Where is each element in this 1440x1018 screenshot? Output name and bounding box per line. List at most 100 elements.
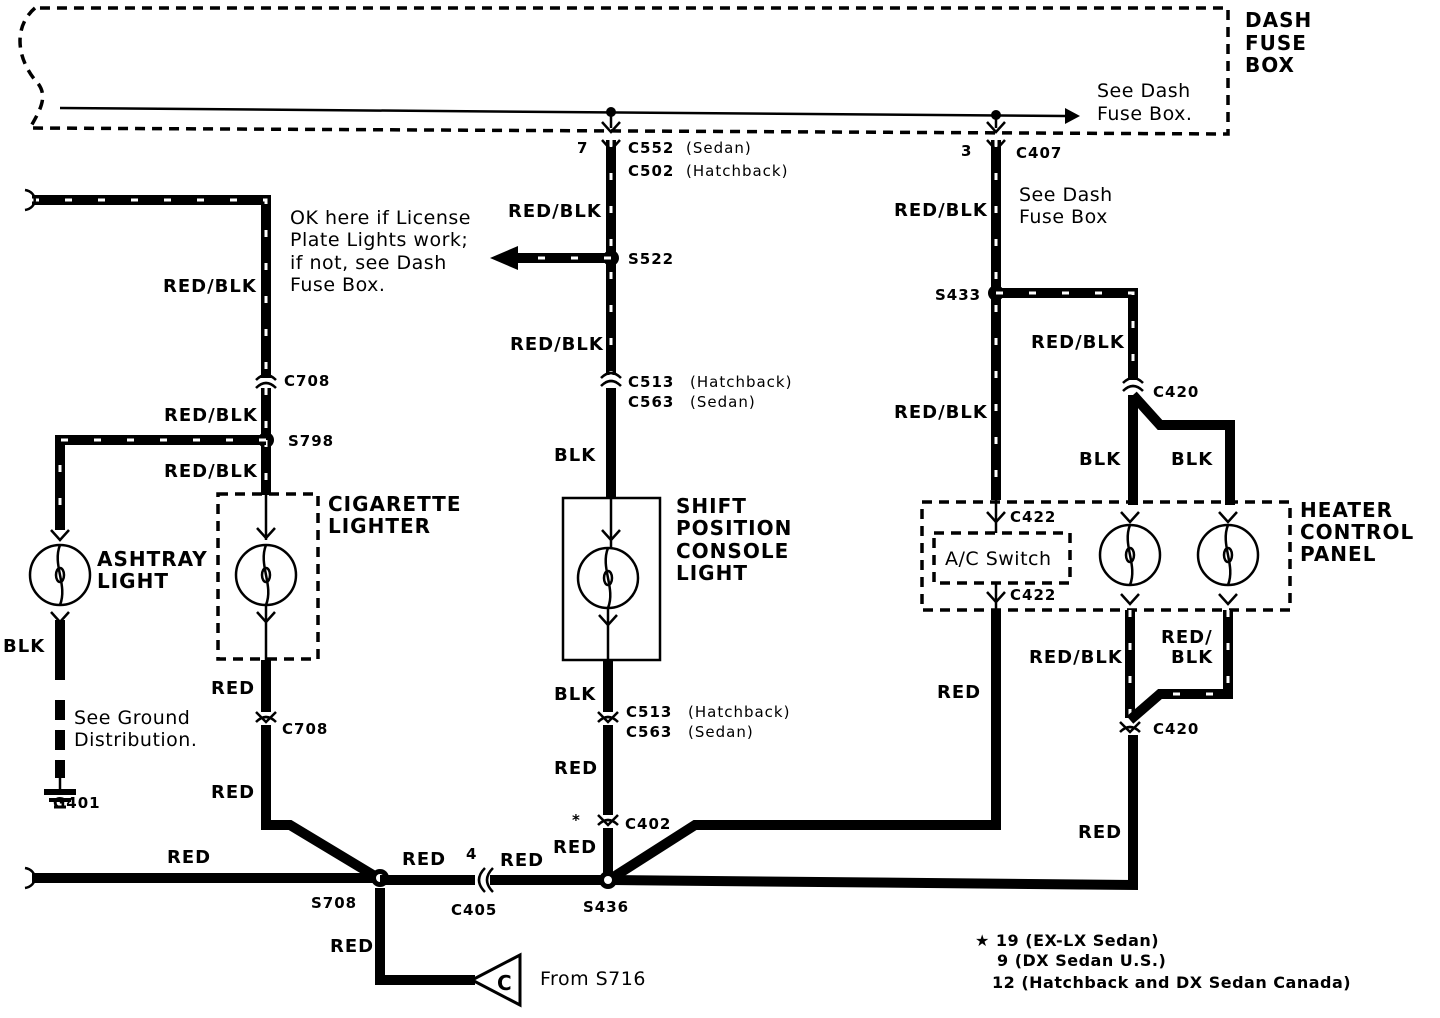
heater-filament-2-loop <box>1222 546 1234 564</box>
connector-c513-top-2 <box>600 379 622 387</box>
c708-bottom-label: C708 <box>282 720 328 738</box>
wire-label-red-6: RED <box>553 837 597 858</box>
c420-top-label: C420 <box>1153 383 1199 401</box>
connector-c513-bottom-2 <box>597 715 619 723</box>
c563-top-label: C563 <box>628 393 674 411</box>
fuse-bus-arrow <box>1065 108 1080 124</box>
wire-c420-s436 <box>611 735 1138 891</box>
connector-c420-top-2 <box>1122 384 1144 392</box>
c422-bottom-label: C422 <box>1010 586 1056 604</box>
fuse-box-title-1: DASH <box>1245 8 1312 32</box>
c502-label: C502 <box>628 162 674 180</box>
ashtray-chevron-top <box>50 529 70 542</box>
cigarette-lighter-label-1: CIGARETTE <box>328 492 461 516</box>
ok-note-2: Plate Lights work; <box>290 229 468 251</box>
wire-left-break <box>24 188 36 212</box>
connector-c405 <box>477 867 486 893</box>
wire-label-red-5: RED <box>1078 822 1122 843</box>
shift-chevron-bottom <box>598 614 618 627</box>
footnote-line-1: ★ 19 (EX-LX Sedan) <box>975 931 1159 950</box>
shift-filament-loop <box>602 569 614 587</box>
wire-label-red-3: RED <box>554 758 598 779</box>
wire-s798-ashtray <box>55 435 266 530</box>
from-s716-label: From S716 <box>540 968 646 990</box>
wire-label-red-blk-6: RED/BLK <box>164 405 258 426</box>
from-s716-connector-icon <box>468 952 522 1008</box>
c552-variant: (Sedan) <box>686 139 752 157</box>
g401-label: G401 <box>53 794 101 812</box>
heater-bulb-2-chevron-top <box>1218 511 1238 524</box>
c405-label: C405 <box>451 901 497 919</box>
lighter-filament <box>262 544 270 606</box>
heater-bulb-2-chevron-bottom <box>1218 593 1238 606</box>
ok-note-4: Fuse Box. <box>290 274 385 296</box>
c513-top-variant: (Hatchback) <box>690 373 792 391</box>
connector-c420-bottom-2 <box>1119 725 1141 733</box>
wire-left-top-stripe <box>32 198 268 378</box>
heater-label-3: PANEL <box>1300 542 1376 566</box>
see-dash-note-2: Fuse Box <box>1019 206 1108 228</box>
ac-chevron-bottom <box>986 591 1006 604</box>
ac-switch-label: A/C Switch <box>945 548 1052 570</box>
c513-bottom-variant: (Hatchback) <box>688 703 790 721</box>
wire-label-blk-2: BLK <box>1171 449 1213 470</box>
lighter-filament-loop <box>260 566 272 584</box>
c552-label: C552 <box>628 139 674 157</box>
connector-c402-2 <box>597 818 619 826</box>
c513-top-label: C513 <box>628 373 674 391</box>
connector-c407-chevron <box>986 121 1006 134</box>
shift-label-3: CONSOLE <box>676 539 789 563</box>
s798-label: S798 <box>288 432 334 450</box>
c708-top-label: C708 <box>284 372 330 390</box>
c552-pin: 7 <box>577 139 588 157</box>
shift-label-4: LIGHT <box>676 561 748 585</box>
c405-pin: 4 <box>466 845 477 863</box>
heater-filament-2 <box>1224 524 1232 586</box>
wire-s708-s716 <box>375 888 475 985</box>
c563-bottom-variant: (Sedan) <box>688 723 754 741</box>
wire-label-red-1: RED <box>211 678 255 699</box>
connector-c402 <box>597 814 619 827</box>
wire-ac-s436 <box>609 610 1001 883</box>
connector-c708-bottom <box>255 711 277 724</box>
connector-c552-chevron <box>601 121 621 134</box>
heater-bulb-1-chevron-top <box>1120 511 1140 524</box>
wire-c420-bulb2 <box>1129 391 1235 505</box>
ashtray-filament-loop <box>54 566 66 584</box>
s716-connector-letter: C <box>497 971 513 995</box>
shift-label-2: POSITION <box>676 516 792 540</box>
connector-c513-bottom <box>597 711 619 724</box>
fuse-box-title-3: BOX <box>1245 53 1295 77</box>
lighter-chevron-top <box>256 527 276 540</box>
ground-note-2: Distribution. <box>74 729 197 751</box>
connector-c708-bottom-2 <box>255 715 277 723</box>
cigarette-lighter-label-2: LIGHTER <box>328 514 431 538</box>
wire-label-blk-3: BLK <box>554 445 596 466</box>
wire-s433-c420-stripe <box>996 291 1135 380</box>
shift-filament <box>604 547 612 609</box>
wire-label-red-blk-7: RED/BLK <box>894 402 988 423</box>
wire-label-red-10: RED <box>330 936 374 957</box>
connector-c552-lower <box>601 139 621 152</box>
connector-c407-lower <box>986 139 1006 152</box>
c502-variant: (Hatchback) <box>686 162 788 180</box>
ok-note-3: if not, see Dash <box>290 252 447 274</box>
wire-label-red-9: RED <box>500 850 544 871</box>
c563-top-variant: (Sedan) <box>690 393 756 411</box>
fuse-box-note-1: See Dash <box>1097 80 1191 102</box>
c420-bottom-label: C420 <box>1153 720 1199 738</box>
fuse-bus-line <box>59 106 1066 118</box>
wire-label-blk-4: BLK <box>3 636 45 657</box>
connector-c708-top-2 <box>255 381 277 389</box>
c563-bottom-label: C563 <box>626 723 672 741</box>
connector-c420-bottom <box>1119 721 1141 734</box>
footnote-line-3: 12 (Hatchback and DX Sedan Canada) <box>992 973 1351 992</box>
see-dash-note-1: See Dash <box>1019 184 1113 206</box>
connector-c405-2 <box>485 867 494 893</box>
lighter-chevron-bottom <box>256 611 276 624</box>
wire-label-blk-after-slash: BLK <box>1171 647 1213 668</box>
wire-bottom-break <box>24 866 36 890</box>
wire-label-red-blk-3: RED/BLK <box>163 276 257 297</box>
c407-pin: 3 <box>961 142 972 160</box>
cigarette-lighter-box <box>216 492 320 661</box>
